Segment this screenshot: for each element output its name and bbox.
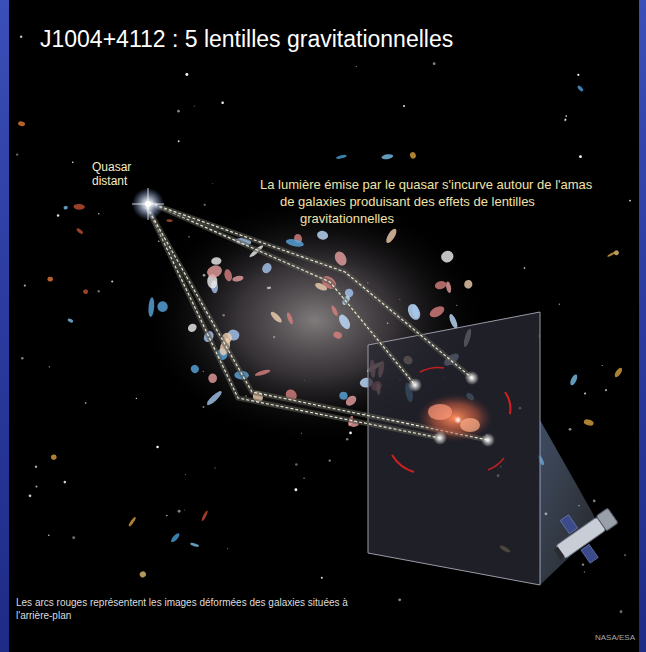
lensed-view <box>392 368 510 473</box>
cluster-glow <box>140 195 490 445</box>
footnote: Les arcs rouges représentent les images … <box>16 596 356 622</box>
title: J1004+4112 : 5 lentilles gravitationnell… <box>40 26 620 53</box>
sky-panel <box>9 0 639 652</box>
image-plane <box>368 312 540 585</box>
quasar-label: Quasar distant <box>92 160 154 188</box>
star-field <box>16 35 631 613</box>
quasar <box>132 188 164 220</box>
light-beam <box>540 420 600 585</box>
telescope <box>542 494 628 576</box>
explanation-text: La lumière émise par le quasar s'incurve… <box>240 176 610 261</box>
credit: NASA/ESA <box>540 633 635 642</box>
light-rays <box>147 203 488 440</box>
